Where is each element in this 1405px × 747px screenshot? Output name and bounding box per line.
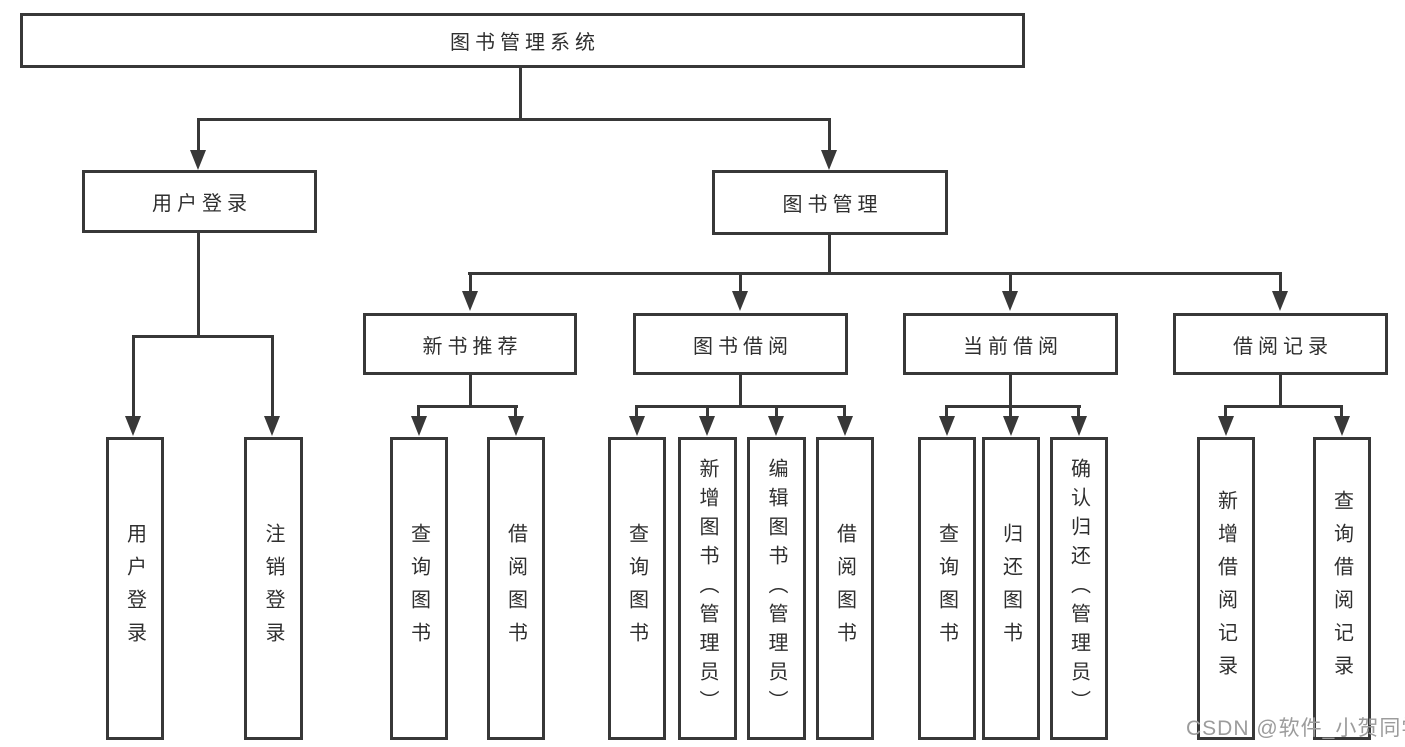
leaf-edit-book-admin: 编辑图书（管理员） [747, 437, 806, 740]
connector-current-borrow-drop [1009, 375, 1012, 408]
connector-stub [1340, 405, 1343, 418]
connector-stub [1224, 405, 1227, 418]
arrow-down-icon [1334, 416, 1350, 436]
connector-stub [945, 405, 948, 418]
arrow-down-icon [837, 416, 853, 436]
connector-book-mgmt-drop [828, 235, 831, 275]
leaf-return-book: 归还图书 [982, 437, 1040, 740]
connector-to-user-login [197, 118, 200, 152]
connector-to-borrow-records [1279, 272, 1282, 293]
connector-stub [514, 405, 517, 418]
arrow-down-icon [699, 416, 715, 436]
leaf-add-borrow-record: 新增借阅记录 [1197, 437, 1255, 740]
connector-user-login-span [132, 335, 274, 338]
leaf-query-book: 查询图书 [390, 437, 448, 740]
csdn-watermark: CSDN @软件_小贺同学 [1186, 717, 1405, 740]
arrow-down-icon [462, 291, 478, 311]
arrow-down-icon [411, 416, 427, 436]
arrow-down-icon [939, 416, 955, 436]
connector-to-book-management [828, 118, 831, 152]
arrow-down-icon [1272, 291, 1288, 311]
leaf-confirm-return-admin: 确认归还（管理员） [1050, 437, 1108, 740]
connector-stub [635, 405, 638, 418]
connector-stub [417, 405, 420, 418]
connector-to-current-borrow [1009, 272, 1012, 293]
connector-stub [1077, 405, 1080, 418]
arrow-down-icon [821, 150, 837, 170]
node-library-management-system: 图书管理系统 [20, 13, 1025, 68]
node-borrow-records: 借阅记录 [1173, 313, 1388, 375]
connector-stub [843, 405, 846, 418]
connector-new-book-drop [469, 375, 472, 408]
connector-user-login-drop [197, 233, 200, 337]
node-book-management-branch: 图书管理 [712, 170, 948, 235]
connector-book-borrow-span [636, 405, 846, 408]
leaf-logout: 注销登录 [244, 437, 303, 740]
connector-borrow-records-drop [1279, 375, 1282, 408]
leaf-query-borrow-record: 查询借阅记录 [1313, 437, 1371, 740]
node-new-book-recommend: 新书推荐 [363, 313, 577, 375]
node-user-login-branch: 用户登录 [82, 170, 317, 233]
node-book-borrow: 图书借阅 [633, 313, 848, 375]
connector-stub [775, 405, 778, 418]
leaf-user-login: 用户登录 [106, 437, 164, 740]
connector-stub [1009, 405, 1012, 418]
arrow-down-icon [264, 416, 280, 436]
connector-book-mgmt-span [468, 272, 1281, 275]
arrow-down-icon [508, 416, 524, 436]
connector-to-leaf-logout [271, 335, 274, 417]
arrow-down-icon [1071, 416, 1087, 436]
arrow-down-icon [125, 416, 141, 436]
connector-new-book-span [417, 405, 518, 408]
arrow-down-icon [190, 150, 206, 170]
arrow-down-icon [732, 291, 748, 311]
connector-stub [706, 405, 709, 418]
leaf-borrow-book: 借阅图书 [487, 437, 545, 740]
connector-to-leaf-user-login [132, 335, 135, 417]
leaf-add-book-admin: 新增图书（管理员） [678, 437, 737, 740]
connector-root-span [197, 118, 831, 121]
leaf-borrow-book: 借阅图书 [816, 437, 874, 740]
connector-book-borrow-drop [739, 375, 742, 408]
arrow-down-icon [768, 416, 784, 436]
leaf-query-book: 查询图书 [608, 437, 666, 740]
connector-to-book-borrow [739, 272, 742, 293]
connector-root-drop [519, 68, 522, 118]
connector-current-borrow-span [945, 405, 1081, 408]
leaf-query-book: 查询图书 [918, 437, 976, 740]
arrow-down-icon [1218, 416, 1234, 436]
arrow-down-icon [629, 416, 645, 436]
connector-to-new-book-recommend [469, 272, 472, 293]
node-current-borrow: 当前借阅 [903, 313, 1118, 375]
arrow-down-icon [1003, 416, 1019, 436]
arrow-down-icon [1002, 291, 1018, 311]
connector-borrow-records-span [1224, 405, 1343, 408]
